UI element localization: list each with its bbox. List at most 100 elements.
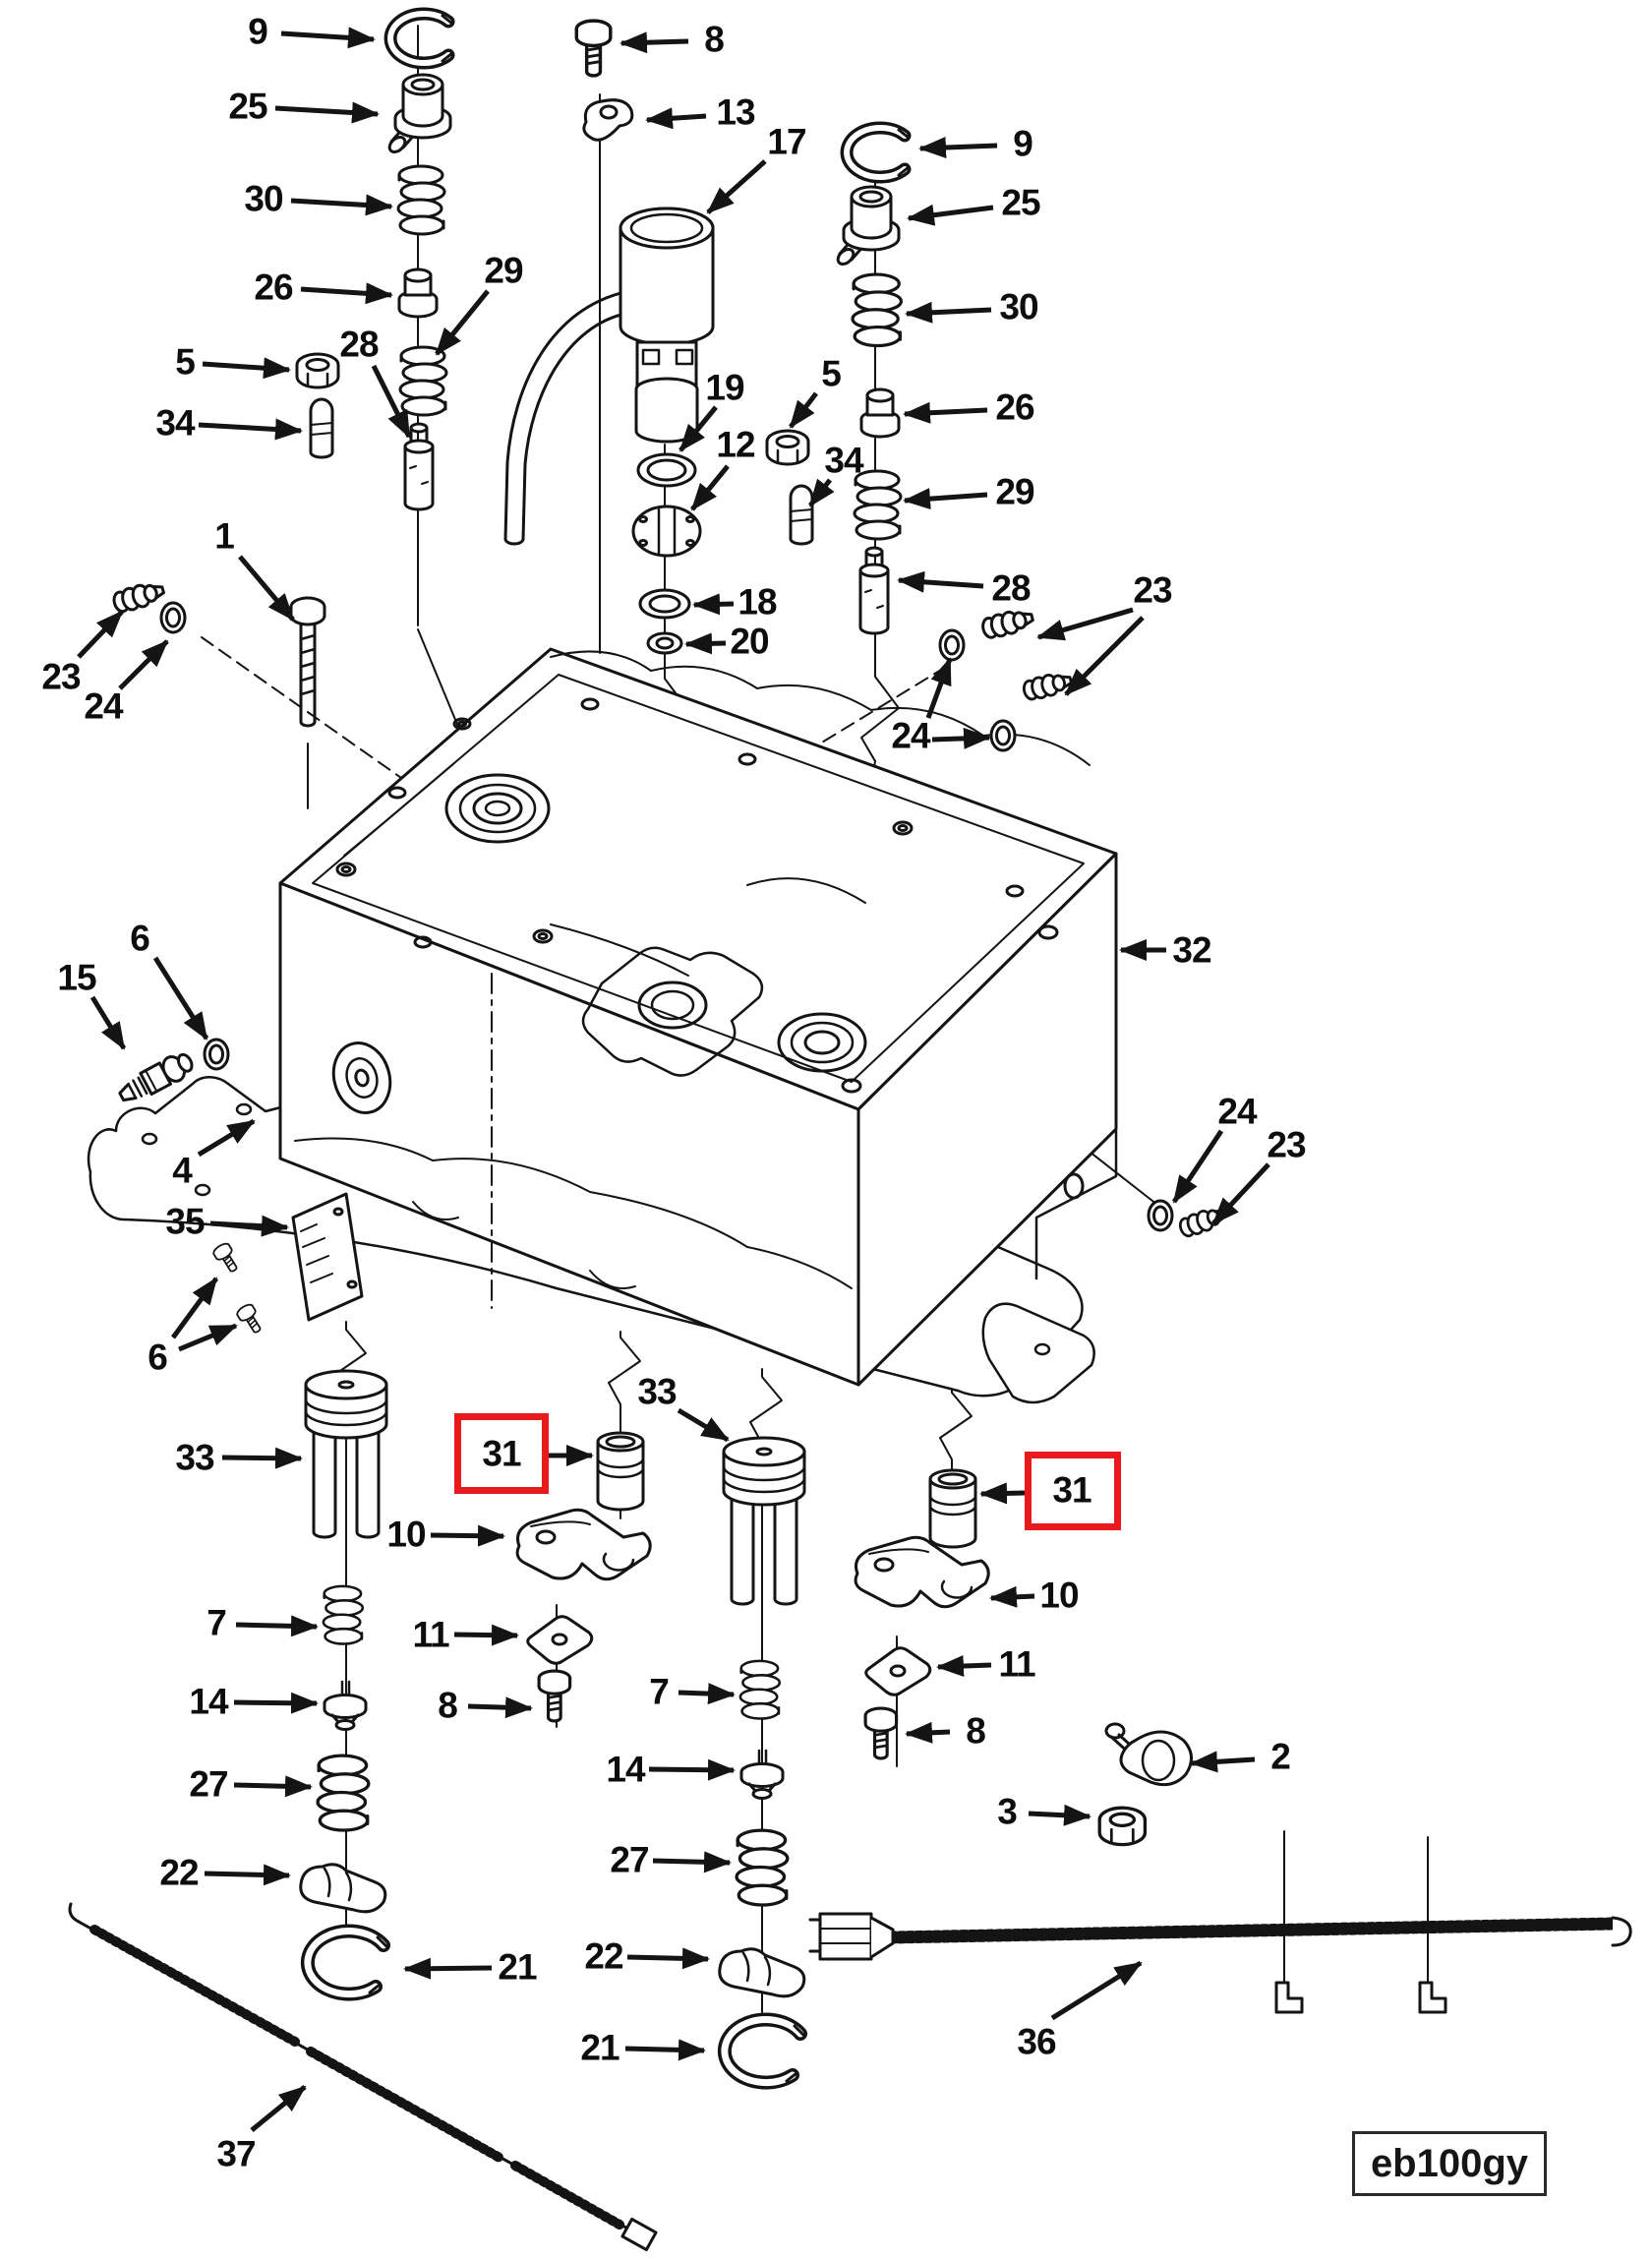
callout-arrow-10-left (430, 1524, 505, 1547)
callout-11-right: 11 (998, 1643, 1035, 1685)
callout-12: 12 (716, 424, 755, 465)
callout-1: 1 (214, 515, 235, 557)
callout-arrow-13 (645, 107, 707, 130)
callout-27-left: 27 (189, 1763, 228, 1805)
callout-arrow-28-right (897, 570, 984, 593)
callout-arrow-9-right (918, 137, 998, 158)
callout-20: 20 (730, 621, 769, 662)
callout-30-right: 30 (999, 286, 1038, 327)
callout-28-left: 28 (339, 324, 379, 365)
callout-8-left: 8 (438, 1685, 458, 1726)
callout-arrow-7-mid (678, 1683, 736, 1705)
callout-37: 37 (216, 2133, 256, 2174)
callout-arrow-15 (89, 995, 127, 1050)
callout-3: 3 (997, 1791, 1018, 1832)
callout-25-right: 25 (1001, 182, 1040, 223)
callout-30-left: 30 (244, 178, 283, 219)
callout-arrow-5-mid (789, 391, 818, 429)
middle-top-parts (503, 19, 814, 655)
callout-18: 18 (738, 581, 777, 623)
callout-arrow-8-left (467, 1696, 533, 1719)
callout-21-left: 21 (498, 1946, 537, 1988)
callout-arrow-1 (238, 555, 295, 622)
callout-arrow-23-right-lower (1211, 1162, 1270, 1225)
callout-7-mid: 7 (649, 1671, 670, 1712)
callout-arrow-9-left (280, 27, 376, 49)
callout-24-upper-right: 24 (891, 715, 930, 756)
callout-24-right-lower: 24 (1217, 1091, 1257, 1132)
callout-26-right: 26 (995, 387, 1034, 428)
callout-arrow-10-right (989, 1585, 1035, 1608)
callout-arrow-26-right (903, 401, 988, 424)
callout-7-left: 7 (206, 1602, 227, 1643)
callout-6-upper: 6 (130, 918, 150, 959)
part-ring-20 (646, 631, 683, 655)
callout-arrow-25-left (274, 101, 380, 124)
part-plate-35 (291, 1192, 364, 1322)
callout-29-left: 29 (484, 250, 523, 291)
callout-31-right: 31 (1052, 1469, 1092, 1511)
callout-36: 36 (1017, 2021, 1056, 2062)
callout-arrow-22-left (204, 1864, 291, 1886)
callout-arrow-24-upper-right (925, 657, 953, 719)
callout-8-top: 8 (704, 19, 725, 60)
callout-arrow-22-mid (626, 1947, 710, 1970)
part-ring-18 (638, 588, 691, 620)
callout-arrow-11-right (936, 1655, 992, 1678)
callout-arrow-34-mid (808, 478, 835, 507)
part-gasket-4-right-end (981, 1302, 1095, 1404)
callout-5-mid: 5 (821, 353, 842, 394)
callout-arrow-33-left (221, 1447, 303, 1469)
callout-24-left: 24 (84, 685, 123, 727)
callout-arrow-34-left (198, 418, 303, 441)
callout-arrow-2 (1190, 1751, 1256, 1773)
callout-32: 32 (1172, 929, 1211, 971)
part-wiring-harness-36 (808, 1912, 1632, 2014)
callout-28-right: 28 (991, 567, 1031, 609)
highlight-box-31-right (1025, 1452, 1121, 1530)
callout-22-left: 22 (159, 1852, 199, 1893)
callout-arrow-8-right (905, 1721, 951, 1744)
callout-arrow-17 (706, 159, 767, 214)
callout-8-right: 8 (966, 1710, 986, 1752)
callout-22-mid: 22 (584, 1935, 623, 1977)
callout-15: 15 (57, 957, 96, 998)
callout-23-left: 23 (41, 656, 81, 697)
callout-21-mid: 21 (580, 2027, 620, 2068)
callout-arrow-23-upper-right (1036, 607, 1134, 641)
callout-arrow-6-lower (170, 1277, 219, 1339)
callout-arrow-25-right (907, 204, 994, 226)
callout-6-lower: 6 (148, 1337, 168, 1378)
callout-arrow-24-upper-right (931, 727, 991, 749)
callout-arrow-6-lower (178, 1323, 238, 1352)
callout-arrow-26-left (300, 282, 393, 305)
callout-35: 35 (165, 1201, 205, 1242)
callout-26-left: 26 (254, 267, 293, 308)
callout-13: 13 (716, 91, 755, 133)
part-solenoid-17 (503, 207, 715, 546)
callout-10-left: 10 (386, 1514, 426, 1555)
callout-23-right-lower: 23 (1267, 1124, 1306, 1165)
callout-5-left: 5 (175, 341, 196, 383)
callout-arrow-28-left (371, 364, 412, 439)
callout-17: 17 (767, 121, 806, 162)
callout-9-right: 9 (1013, 123, 1033, 164)
callout-arrow-23-upper-right (1064, 616, 1145, 696)
part-ring-19 (636, 452, 697, 488)
callout-25-left: 25 (228, 86, 267, 127)
callout-arrow-6-upper (152, 956, 209, 1041)
part-clamp-12 (631, 505, 702, 558)
callout-arrow-5-left (202, 357, 291, 380)
callout-arrow-35 (209, 1215, 289, 1237)
callout-arrow-19 (678, 405, 718, 452)
callout-14-mid: 14 (606, 1749, 645, 1790)
callout-10-right: 10 (1039, 1575, 1079, 1616)
callout-arrow-21-mid (624, 2039, 706, 2061)
callout-33-left: 33 (175, 1437, 214, 1478)
part-clamp-2 (1104, 1722, 1193, 1787)
part-sensor-15 (118, 1052, 194, 1102)
callout-arrow-27-left (233, 1775, 313, 1798)
callout-29-right: 29 (995, 471, 1034, 512)
